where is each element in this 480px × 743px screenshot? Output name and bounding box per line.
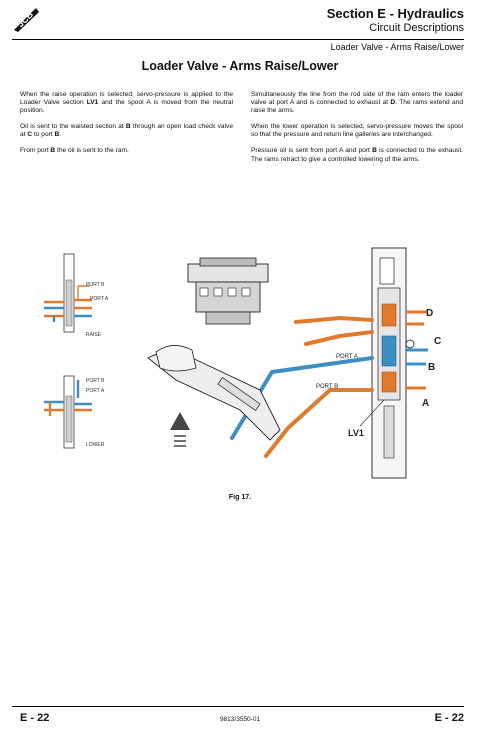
lower-port-a-label: PORT A <box>86 388 105 394</box>
paragraph: When the lower operation is selected, se… <box>251 123 463 139</box>
main-port-a-label: PORT A <box>336 354 358 360</box>
left-text-column: When the raise operation is selected, se… <box>20 91 233 164</box>
paragraph: Oil is sent to the waisted section at B … <box>20 123 233 139</box>
return-pipe <box>230 356 374 440</box>
footer-rule <box>12 706 464 707</box>
page-heading: Loader Valve - Arms Raise/Lower <box>141 59 339 73</box>
lower-schematic: PORT B PORT A LOWER <box>44 375 105 449</box>
valve-block-illustration <box>187 257 269 325</box>
right-text-column: Simultaneously the line from the rod sid… <box>251 91 463 172</box>
raise-port-a-label: PORT A <box>90 296 109 302</box>
pressure-pipe <box>264 315 374 458</box>
paragraph: Simultaneously the line from the rod sid… <box>251 91 463 115</box>
loader-valve-diagram: PORT B PORT A RAISE PORT B PORT A LOWER <box>44 247 441 479</box>
footer-page-right: E - 22 <box>434 712 464 724</box>
letter-a-label: A <box>422 398 429 409</box>
letter-c-label: C <box>434 336 441 347</box>
letter-b-label: B <box>428 362 435 373</box>
loader-arm-illustration <box>147 345 281 447</box>
section-subtitle: Circuit Descriptions <box>369 22 464 34</box>
lower-port-b-label: PORT B <box>86 378 105 384</box>
letter-d-label: D <box>426 308 433 319</box>
valve-section-cutaway <box>371 247 428 479</box>
page-subtitle: Loader Valve - Arms Raise/Lower <box>330 42 464 52</box>
paragraph: When the raise operation is selected, se… <box>20 91 233 115</box>
raise-schematic: PORT B PORT A RAISE <box>44 253 109 338</box>
raise-caption: RAISE <box>86 332 102 338</box>
section-title: Section E - Hydraulics <box>326 6 464 21</box>
main-port-b-label: PORT B <box>316 384 338 390</box>
footer-doc-number: 9813/3550-01 <box>219 716 261 723</box>
paragraph: Pressure oil is sent from port A and por… <box>251 147 463 163</box>
paragraph: From port B the oil is sent to the ram. <box>20 147 129 155</box>
lv1-leader <box>359 399 385 427</box>
figure-caption: Fig 17. <box>228 494 252 501</box>
lv1-label: LV1 <box>348 428 364 438</box>
raise-port-b-label: PORT B <box>86 282 105 288</box>
lower-caption: LOWER <box>86 442 105 448</box>
jcb-logo: JCB <box>14 8 39 32</box>
footer-page-left: E - 22 <box>20 712 50 724</box>
header-rule <box>12 39 464 40</box>
